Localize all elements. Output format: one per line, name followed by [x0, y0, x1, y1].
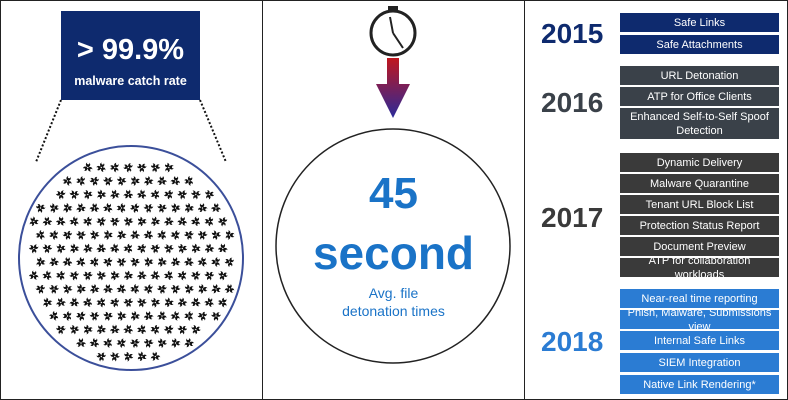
feature-item: Safe Attachments — [620, 35, 779, 54]
catch-rate-value: > 99.9% — [76, 34, 185, 66]
catch-rate-label: malware catch rate — [74, 74, 187, 88]
year-2018: 2018 — [541, 326, 604, 357]
feature-item: Tenant URL Block List — [620, 195, 779, 214]
feature-item: Dynamic Delivery — [620, 153, 779, 172]
divider-right — [524, 0, 525, 400]
catch-rate-box: > 99.9% malware catch rate — [61, 11, 200, 100]
detonation-panel: 45 second Avg. file detonation times — [263, 0, 524, 400]
zoom-line-right — [199, 99, 227, 163]
year-2016: 2016 — [541, 87, 604, 118]
year-2015: 2015 — [541, 18, 604, 49]
feature-item: Near-real time reporting — [620, 289, 779, 308]
year-2017: 2017 — [541, 202, 604, 233]
feature-item: Malware Quarantine — [620, 174, 779, 193]
feature-item: Protection Status Report — [620, 216, 779, 235]
feature-timeline: 2015 Safe Links Safe Attachments 2016 UR… — [525, 0, 788, 400]
detonation-caption-line2: detonation times — [342, 303, 445, 319]
detonation-caption-line1: Avg. file — [368, 285, 419, 301]
feature-item: Safe Links — [620, 13, 779, 32]
feature-item: URL Detonation — [620, 66, 779, 85]
detonation-number: 45 — [369, 169, 418, 218]
detonation-graphic — [275, 6, 511, 364]
stopwatch-icon — [369, 6, 417, 57]
feature-item: ATP for Office Clients — [620, 87, 779, 106]
detonation-circle — [275, 128, 511, 364]
feature-item: Phish, Malware, Submissions view — [620, 307, 779, 333]
feature-item: Enhanced Self-to-Self Spoof Detection — [620, 108, 779, 139]
feature-item: SIEM Integration — [620, 353, 779, 372]
feature-item: Internal Safe Links — [620, 331, 779, 350]
divider-left — [262, 0, 263, 400]
feature-item: Document Preview — [620, 237, 779, 256]
zoom-line-left — [35, 99, 62, 163]
catch-rate-panel: > 99.9% malware catch rate — [0, 0, 262, 400]
feature-item: ATP for collaboration workloads — [620, 255, 779, 281]
catch-rate-graphic — [18, 99, 244, 371]
feature-item: Native Link Rendering* — [620, 375, 779, 394]
detonation-unit: second — [312, 227, 475, 279]
down-arrow-icon — [376, 58, 410, 118]
